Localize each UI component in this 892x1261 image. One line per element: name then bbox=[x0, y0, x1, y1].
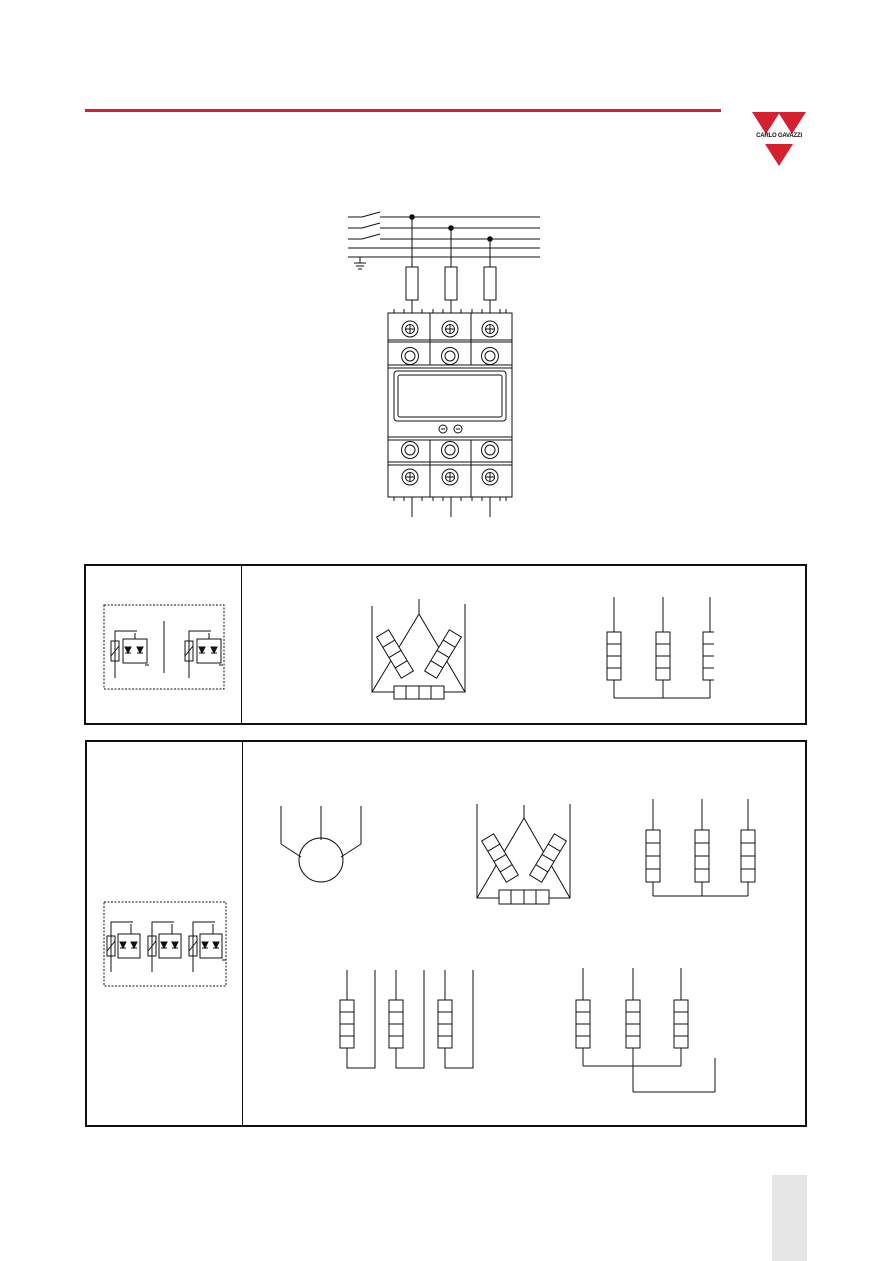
open-delta-load bbox=[337, 968, 487, 1078]
two-pole-thyristor-symbol bbox=[101, 603, 227, 693]
panel-divider bbox=[241, 566, 242, 723]
three-phase-control-panel bbox=[85, 740, 807, 1127]
carlo-gavazzi-logo bbox=[748, 108, 810, 170]
page-tab bbox=[772, 1175, 807, 1261]
three-phase-wiring-diagram bbox=[340, 205, 550, 525]
panel-divider bbox=[242, 742, 243, 1125]
delta-load bbox=[471, 800, 576, 912]
star-load bbox=[643, 796, 758, 906]
logo-wordmark: CARLO GAVAZZI bbox=[756, 133, 802, 139]
motor-load bbox=[277, 802, 367, 892]
star-load bbox=[604, 594, 714, 704]
star-neutral-load bbox=[573, 966, 723, 1101]
header-rule bbox=[85, 109, 721, 112]
two-phase-control-panel bbox=[84, 564, 807, 725]
three-pole-thyristor-symbol bbox=[101, 900, 229, 990]
delta-load bbox=[366, 594, 471, 706]
